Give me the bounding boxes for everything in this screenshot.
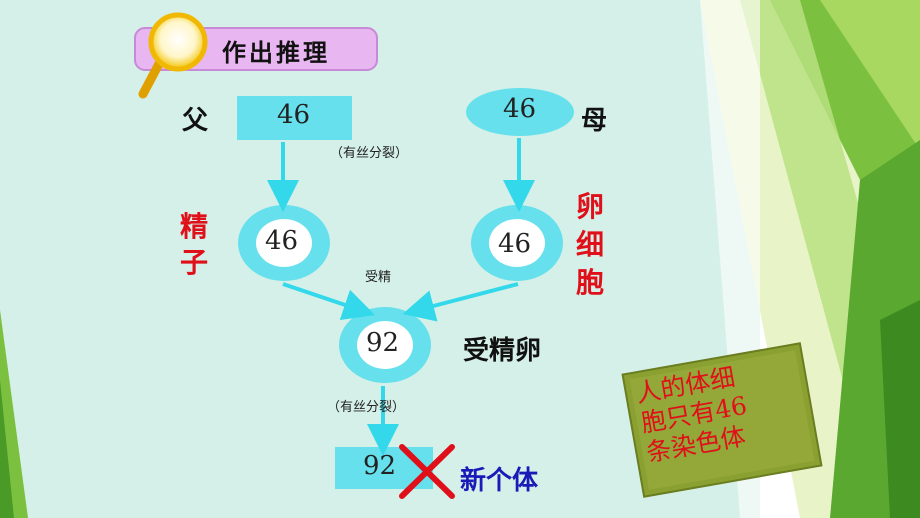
zygote-value: 92 — [366, 328, 400, 358]
note-card — [621, 342, 823, 498]
father-box — [237, 96, 352, 140]
sperm-label-1: 精 — [180, 210, 209, 243]
father-label: 父 — [182, 106, 209, 136]
mother-value: 46 — [503, 94, 537, 124]
sperm-value: 46 — [265, 226, 299, 256]
egg-label-2: 细 — [576, 228, 605, 261]
mother-label: 母 — [581, 106, 608, 136]
new-individual-value: 92 — [363, 451, 397, 481]
fertilization-label: 受精 — [365, 270, 392, 285]
arrows — [267, 138, 535, 456]
magnifier-icon — [138, 12, 208, 99]
zygote-label: 受精卵 — [463, 336, 542, 366]
division-note-bottom: （有丝分裂） — [327, 400, 406, 415]
new-individual-label: 新个体 — [460, 466, 539, 496]
egg-value: 46 — [498, 229, 532, 259]
wrong-mark-icon — [399, 444, 455, 499]
egg-label-3: 胞 — [576, 266, 605, 299]
green-decoration — [700, 0, 920, 518]
division-note-top: （有丝分裂） — [330, 146, 409, 161]
egg-label-1: 卵 — [576, 190, 605, 223]
mother-ellipse — [466, 88, 574, 136]
sperm-label-2: 子 — [180, 246, 209, 279]
page-title: 作出推理 — [222, 39, 330, 67]
father-value: 46 — [277, 100, 311, 130]
note-text: 人的体细 胞只有46 条染色体 — [634, 361, 755, 468]
